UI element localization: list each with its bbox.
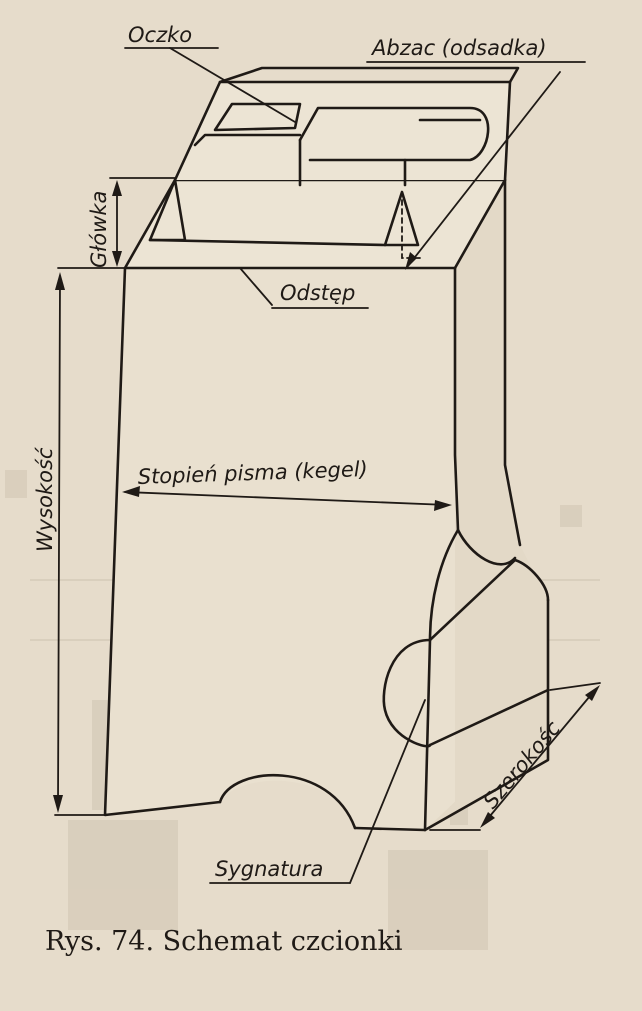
- label-glowka: Główka: [87, 191, 111, 268]
- face-block: [173, 80, 512, 182]
- face-block-ridge: [218, 66, 520, 84]
- height-dimension: [53, 267, 126, 816]
- label-sygnatura: Sygnatura: [215, 857, 323, 881]
- width-dimension: [429, 682, 601, 831]
- body-size-dimension: [122, 486, 452, 511]
- side-right-edge: [503, 178, 522, 547]
- shoulder-floor: [148, 238, 387, 247]
- label-odstep: Odstęp: [280, 281, 355, 305]
- label-oczko: Oczko: [128, 23, 192, 47]
- face-counter-left: [213, 102, 302, 132]
- bottom-edge: [353, 826, 427, 832]
- face-front-stroke-2: [403, 118, 482, 187]
- figure-caption: Rys. 74. Schemat czcionki: [45, 926, 403, 957]
- bevel-right-dash: [401, 199, 421, 259]
- groove-circle: [382, 638, 432, 748]
- groove-ridge-bottom: [428, 688, 550, 747]
- side-bottom-edge: [423, 598, 550, 832]
- signature-notch-front: [218, 773, 357, 830]
- label-wysokosc: Wysokość: [33, 446, 57, 552]
- face-counter-right: [298, 106, 490, 162]
- groove-ridge-top: [428, 558, 550, 642]
- front-face: [105, 268, 455, 830]
- indent-dimension: [366, 61, 586, 270]
- leader-lines: [124, 47, 426, 884]
- head-dimension: [109, 177, 176, 267]
- groove-profile-left: [423, 528, 460, 832]
- face-front-stroke: [193, 133, 302, 147]
- label-abzac: Abzac (odsadka): [370, 36, 547, 60]
